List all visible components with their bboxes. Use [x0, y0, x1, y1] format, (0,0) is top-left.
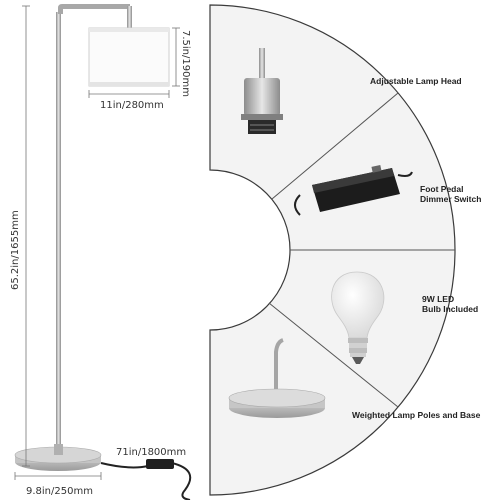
power-cord	[100, 462, 192, 500]
arc-divider	[268, 302, 399, 408]
total-height-label: 65.2in/1655mm	[10, 210, 21, 290]
feature-label-bulb-1: 9W LED	[422, 294, 454, 304]
floor-lamp-illustration	[14, 4, 192, 500]
weighted-base-illustration	[228, 338, 326, 418]
lamp-arm	[58, 4, 130, 14]
base-width-label: 9.8in/250mm	[26, 486, 93, 497]
feature-label-bulb-2: Bulb Included	[422, 304, 478, 314]
arc-divider	[271, 92, 399, 200]
feature-label-dimmer-2: Dimmer Switch	[420, 194, 481, 204]
foot-switch	[146, 459, 174, 469]
lamp-pole	[56, 12, 61, 452]
lamp-head-illustration	[241, 48, 283, 134]
feature-label-base: Weighted Lamp Poles and Base	[352, 410, 481, 420]
led-bulb-illustration	[331, 271, 385, 364]
dimension-guides	[14, 5, 180, 480]
shade-height-label: 7.5in/190mm	[180, 30, 191, 97]
shade-width-label: 11in/280mm	[100, 100, 164, 111]
cord-length-label: 71in/1800mm	[116, 447, 186, 458]
dimmer-switch-illustration	[294, 165, 413, 216]
feature-label-dimmer-1: Foot Pedal	[420, 184, 463, 194]
feature-label-lamp-head: Adjustable Lamp Head	[370, 76, 462, 86]
lamp-drop-rod	[127, 6, 132, 28]
drum-shade	[88, 27, 170, 87]
